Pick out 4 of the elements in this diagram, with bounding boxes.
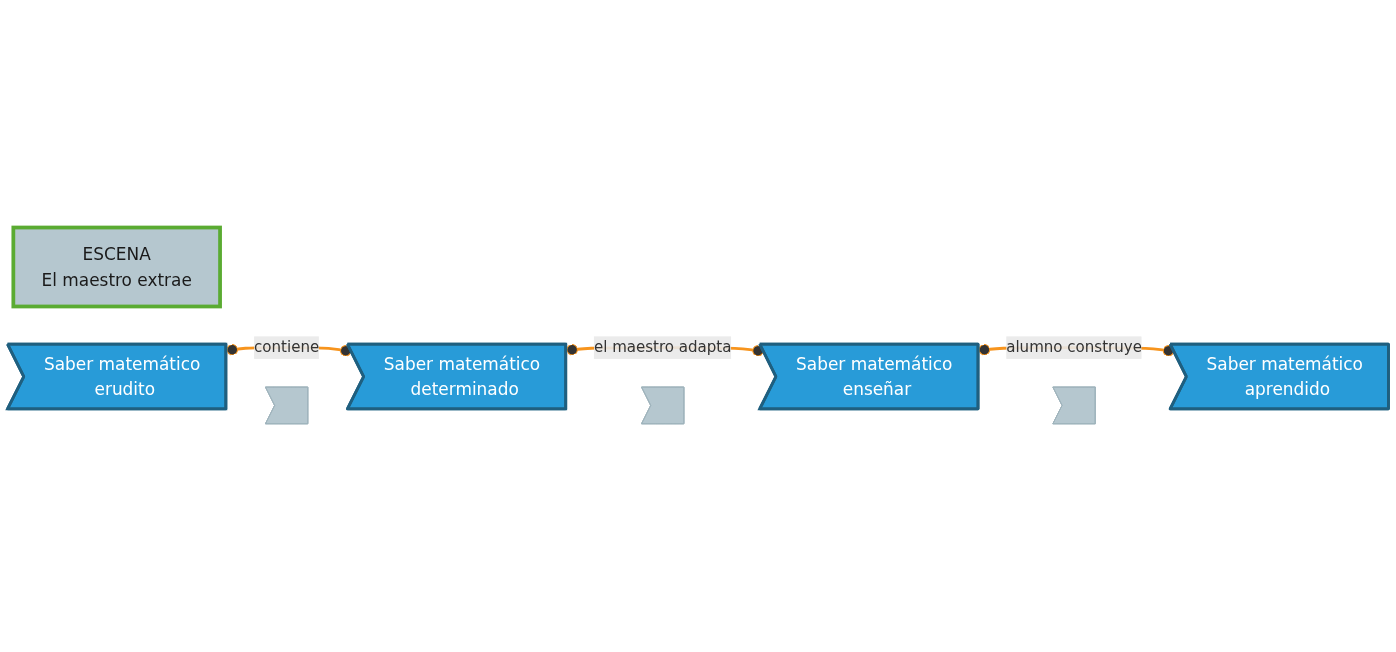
edge-label: alumno construye: [1006, 338, 1142, 357]
edge-label: contiene: [254, 338, 320, 357]
edge-label: el maestro adapta: [593, 338, 732, 357]
node-box: ESCENA El maestro extrae: [11, 226, 222, 309]
